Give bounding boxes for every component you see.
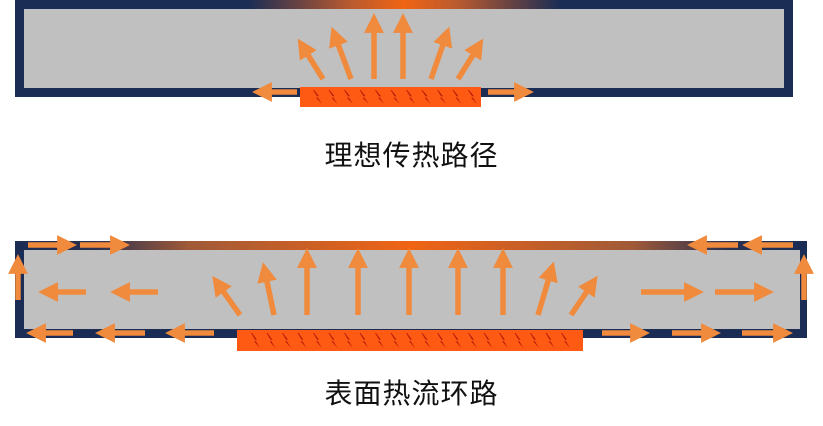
heater-bolt bbox=[313, 333, 322, 348]
heater-bolt bbox=[530, 333, 539, 348]
heater-bolt bbox=[421, 90, 431, 104]
ideal-heat-arrows bbox=[252, 13, 534, 102]
heater-bolt bbox=[499, 333, 508, 348]
heater-bolt bbox=[514, 333, 524, 348]
heat-arrow bbox=[428, 26, 453, 80]
heater-bolt bbox=[468, 90, 477, 104]
heater-zigzag bbox=[251, 333, 570, 348]
heater-bolt bbox=[297, 333, 307, 348]
heater-bolt bbox=[452, 90, 462, 104]
heater-bolt bbox=[344, 333, 353, 348]
heater-bolt bbox=[328, 333, 338, 348]
ideal-heat-path-diagram bbox=[15, 0, 793, 107]
heat-arrow bbox=[297, 38, 326, 81]
heat-arrow bbox=[212, 275, 243, 317]
heater-bolt bbox=[421, 333, 431, 348]
caption-ideal-heat-path: 理想传热路径 bbox=[324, 139, 499, 172]
heater-bolt bbox=[406, 333, 415, 348]
heat-arrow bbox=[535, 261, 558, 316]
heat-arrow bbox=[257, 262, 277, 316]
heater-bolt bbox=[390, 90, 400, 104]
heat-arrow bbox=[568, 275, 598, 317]
heater-bolt bbox=[344, 90, 353, 104]
caption-surface-heat-loop: 表面热流环路 bbox=[324, 377, 499, 410]
ideal-heater bbox=[300, 87, 481, 107]
heater-bolt bbox=[390, 333, 400, 348]
heat-arrow bbox=[329, 26, 354, 80]
heater-bolt bbox=[375, 90, 384, 104]
heater-bolt bbox=[313, 90, 322, 104]
heater-bolt bbox=[437, 333, 446, 348]
heater-bolt bbox=[452, 333, 462, 348]
heater-zigzag bbox=[313, 90, 477, 104]
heater-block bbox=[300, 87, 481, 107]
heater-bolt bbox=[545, 333, 555, 348]
surface-heater bbox=[237, 330, 583, 351]
surface-heat-arrows bbox=[8, 235, 814, 343]
heater-bolt bbox=[328, 90, 338, 104]
surface-hot-band bbox=[15, 241, 807, 250]
heater-bolt bbox=[483, 333, 493, 348]
ideal-hot-spot bbox=[15, 0, 793, 9]
surface-heat-loop-diagram bbox=[8, 235, 814, 351]
heater-block bbox=[237, 330, 583, 351]
heat-arrow bbox=[455, 38, 484, 81]
heater-bolt bbox=[359, 333, 369, 348]
heater-bolt bbox=[561, 333, 570, 348]
heater-bolt bbox=[468, 333, 477, 348]
heater-bolt bbox=[282, 333, 291, 348]
heater-bolt bbox=[251, 333, 260, 348]
heater-bolt bbox=[375, 333, 384, 348]
heater-bolt bbox=[437, 90, 446, 104]
heater-bolt bbox=[359, 90, 369, 104]
heater-bolt bbox=[266, 333, 276, 348]
heater-bolt bbox=[406, 90, 415, 104]
